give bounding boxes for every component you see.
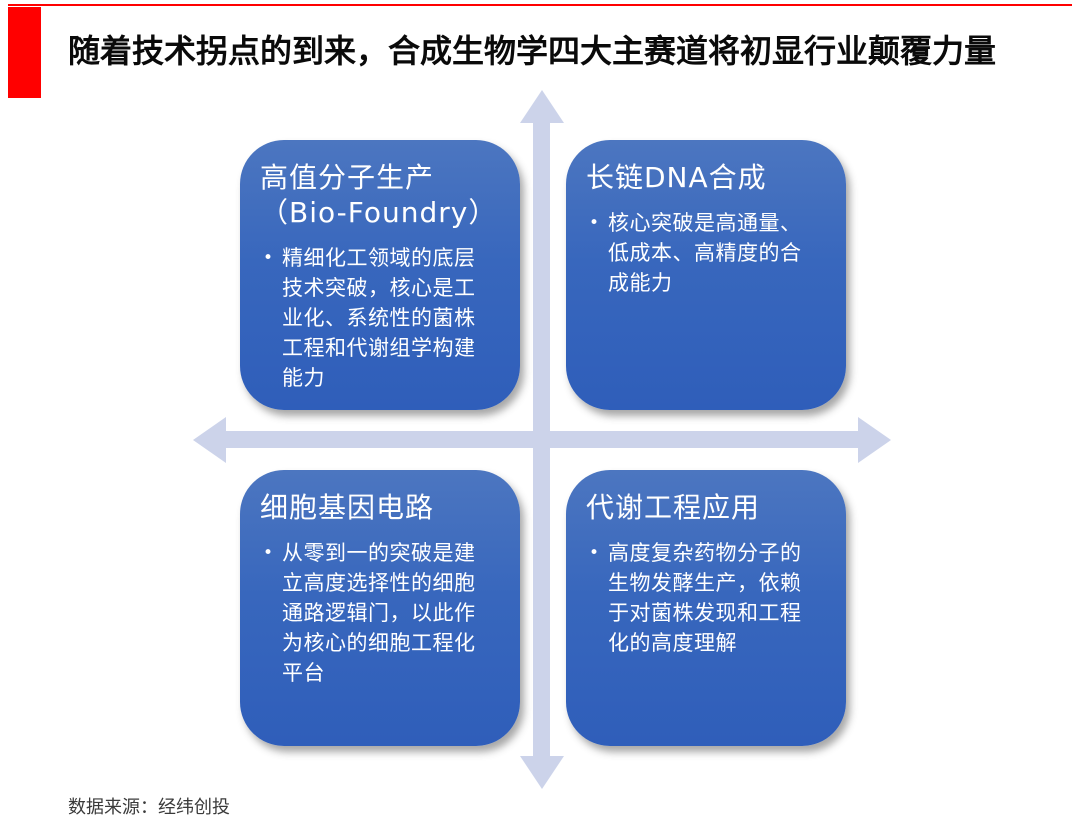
quadrant-card-bottom-left: 细胞基因电路 • 从零到一的突破是建立高度选择性的细胞通路逻辑门，以此作为核心的… [240,470,520,746]
slide-title: 随着技术拐点的到来，合成生物学四大主赛道将初显行业颠覆力量 [68,32,997,70]
data-source-note: 数据来源：经纬创投 [68,797,230,818]
quadrant-bullet: • 精细化工领域的底层技术突破，核心是工业化、系统性的菌株工程和代谢组学构建能力 [260,243,508,393]
bullet-marker: • [589,543,600,563]
quadrant-title: 高值分子生产 （Bio-Foundry） [260,161,498,229]
quadrant-title: 代谢工程应用 [586,491,761,524]
bullet-marker: • [263,543,274,563]
top-red-rule [8,4,1072,6]
quadrant-card-bottom-right: 代谢工程应用 • 高度复杂药物分子的生物发酵生产，依赖于对菌株发现和工程化的高度… [566,470,846,746]
quadrant-bullet: • 核心突破是高通量、低成本、高精度的合成能力 [586,208,834,298]
quadrant-card-top-right: 长链DNA合成 • 核心突破是高通量、低成本、高精度的合成能力 [566,140,846,410]
quadrant-bullet: • 从零到一的突破是建立高度选择性的细胞通路逻辑门，以此作为核心的细胞工程化平台 [260,538,508,688]
arrowhead-left-icon [193,417,226,463]
arrowhead-down-icon [520,756,564,789]
quadrant-bullet-text: 精细化工领域的底层技术突破，核心是工业化、系统性的菌株工程和代谢组学构建能力 [282,246,476,390]
title-accent-bar [8,7,41,98]
bullet-marker: • [263,248,274,268]
quadrant-bullet: • 高度复杂药物分子的生物发酵生产，依赖于对菌株发现和工程化的高度理解 [586,538,834,658]
quadrant-bullet-text: 高度复杂药物分子的生物发酵生产，依赖于对菌株发现和工程化的高度理解 [608,541,802,655]
quadrant-bullet-text: 核心突破是高通量、低成本、高精度的合成能力 [608,211,802,295]
bullet-marker: • [589,213,600,233]
arrowhead-right-icon [858,417,891,463]
quadrant-title: 长链DNA合成 [586,161,767,194]
quadrant-title: 细胞基因电路 [260,491,435,524]
quadrant-card-top-left: 高值分子生产 （Bio-Foundry） • 精细化工领域的底层技术突破，核心是… [240,140,520,410]
horizontal-axis-shaft [225,431,858,448]
quadrant-bullet-text: 从零到一的突破是建立高度选择性的细胞通路逻辑门，以此作为核心的细胞工程化平台 [282,541,476,685]
arrowhead-up-icon [520,90,564,123]
